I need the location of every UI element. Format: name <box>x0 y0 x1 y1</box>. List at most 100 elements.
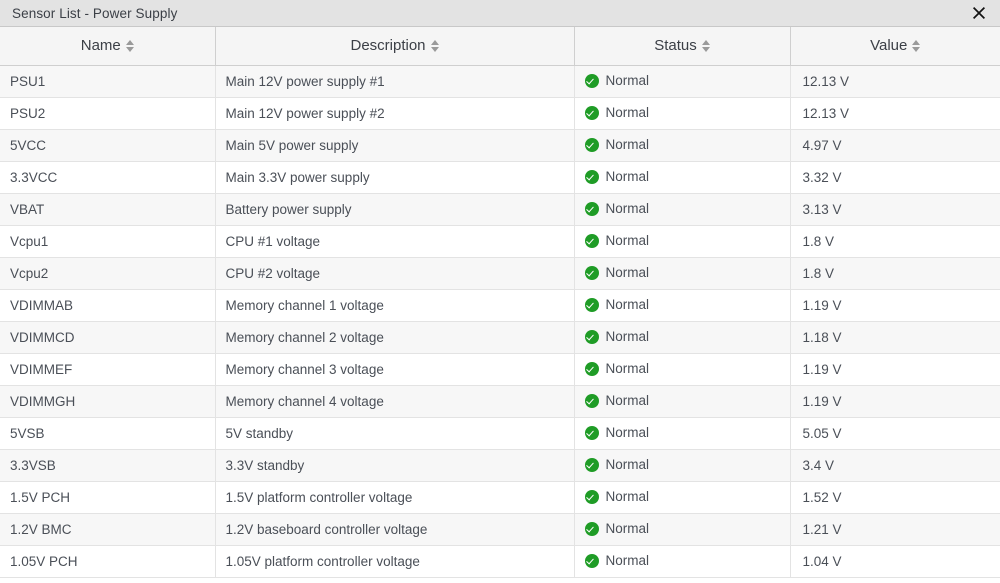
column-header-description[interactable]: Description <box>215 27 575 66</box>
cell-description: Main 12V power supply #2 <box>215 97 575 130</box>
check-circle-icon <box>584 202 599 216</box>
status-badge: Normal <box>605 169 650 185</box>
cell-name: 3.3VSB <box>0 449 216 482</box>
close-icon[interactable] <box>970 4 988 22</box>
table-header: Name Description <box>0 27 1000 66</box>
status-badge: Normal <box>605 265 650 281</box>
status-badge: Normal <box>605 297 650 313</box>
cell-description: Memory channel 3 voltage <box>215 353 575 386</box>
check-circle-icon <box>584 426 599 440</box>
status-badge: Normal <box>605 137 650 153</box>
cell-description: 5V standby <box>215 417 575 450</box>
cell-description: Battery power supply <box>215 193 575 226</box>
cell-name: PSU2 <box>0 97 216 130</box>
cell-status: Normal <box>574 289 791 322</box>
status-badge: Normal <box>605 425 650 441</box>
cell-status: Normal <box>574 417 791 450</box>
check-circle-icon <box>584 458 599 472</box>
check-circle-icon <box>584 266 599 280</box>
cell-name: VDIMMEF <box>0 353 216 386</box>
cell-status: Normal <box>574 513 791 546</box>
cell-status: Normal <box>574 97 791 130</box>
status-badge: Normal <box>605 393 650 409</box>
column-header-status-label: Status <box>654 37 697 55</box>
cell-value: 1.19 V <box>790 353 1000 386</box>
cell-value: 5.05 V <box>790 417 1000 450</box>
window-title: Sensor List - Power Supply <box>12 5 178 21</box>
status-badge: Normal <box>605 233 650 249</box>
column-header-status[interactable]: Status <box>574 27 791 66</box>
cell-name: 5VCC <box>0 129 216 162</box>
cell-description: 1.5V platform controller voltage <box>215 481 575 514</box>
cell-status: Normal <box>574 449 791 482</box>
sort-toggle-icon[interactable] <box>912 39 921 52</box>
column-header-value[interactable]: Value <box>790 27 1000 66</box>
cell-value: 1.19 V <box>790 385 1000 418</box>
cell-status: Normal <box>574 257 791 290</box>
cell-value: 3.4 V <box>790 449 1000 482</box>
status-badge: Normal <box>605 329 650 345</box>
status-badge: Normal <box>605 361 650 377</box>
cell-value: 12.13 V <box>790 65 1000 98</box>
check-circle-icon <box>584 106 599 120</box>
cell-status: Normal <box>574 321 791 354</box>
cell-name: 3.3VCC <box>0 161 216 194</box>
status-badge: Normal <box>605 73 650 89</box>
column-header-value-label: Value <box>870 37 908 55</box>
cell-value: 3.13 V <box>790 193 1000 226</box>
check-circle-icon <box>584 554 599 568</box>
cell-description: Memory channel 2 voltage <box>215 321 575 354</box>
check-circle-icon <box>584 490 599 504</box>
check-circle-icon <box>584 74 599 88</box>
check-circle-icon <box>584 394 599 408</box>
cell-name: PSU1 <box>0 65 216 98</box>
cell-value: 1.19 V <box>790 289 1000 322</box>
cell-name: 5VSB <box>0 417 216 450</box>
cell-value: 1.18 V <box>790 321 1000 354</box>
cell-value: 1.52 V <box>790 481 1000 514</box>
cell-name: VDIMMCD <box>0 321 216 354</box>
cell-description: 3.3V standby <box>215 449 575 482</box>
cell-description: Memory channel 4 voltage <box>215 385 575 418</box>
sensor-table: Name Description <box>0 27 1000 578</box>
cell-value: 4.97 V <box>790 129 1000 162</box>
cell-name: VBAT <box>0 193 216 226</box>
cell-status: Normal <box>574 353 791 386</box>
column-header-name[interactable]: Name <box>0 27 216 66</box>
sort-toggle-icon[interactable] <box>125 39 134 52</box>
cell-name: VDIMMAB <box>0 289 216 322</box>
cell-status: Normal <box>574 161 791 194</box>
sort-toggle-icon[interactable] <box>701 39 710 52</box>
sensor-table-scroll-area[interactable]: Name Description <box>0 27 1000 583</box>
check-circle-icon <box>584 234 599 248</box>
cell-description: 1.05V platform controller voltage <box>215 545 575 578</box>
cell-status: Normal <box>574 385 791 418</box>
sort-toggle-icon[interactable] <box>430 39 439 52</box>
cell-status: Normal <box>574 65 791 98</box>
status-badge: Normal <box>605 553 650 569</box>
cell-value: 1.21 V <box>790 513 1000 546</box>
cell-description: Memory channel 1 voltage <box>215 289 575 322</box>
cell-value: 3.32 V <box>790 161 1000 194</box>
check-circle-icon <box>584 330 599 344</box>
check-circle-icon <box>584 138 599 152</box>
window-titlebar: Sensor List - Power Supply <box>0 0 1000 27</box>
status-badge: Normal <box>605 201 650 217</box>
